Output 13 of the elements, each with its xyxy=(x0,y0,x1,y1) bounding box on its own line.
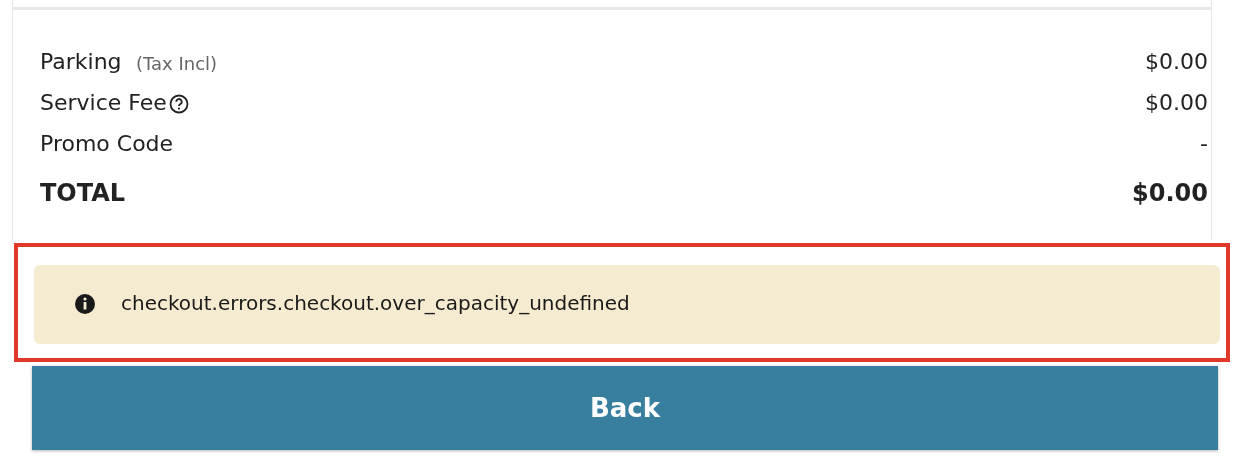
error-message: checkout.errors.checkout.over_capacity_undefined xyxy=(121,291,630,315)
back-button: Back xyxy=(32,366,1218,450)
amount: - xyxy=(1200,130,1208,158)
highlight-frame xyxy=(14,243,1230,362)
amount: $0.00 xyxy=(1145,89,1208,117)
row-label: Service Fee xyxy=(40,89,167,117)
error-alert xyxy=(34,265,1220,344)
total-label: TOTAL xyxy=(40,179,126,207)
row-label: Promo Code xyxy=(40,130,174,158)
amount: $0.00 xyxy=(1145,48,1208,76)
tax-note: (Tax Incl) xyxy=(136,52,218,76)
row-label: Parking xyxy=(40,48,122,76)
total-amount: $0.00 xyxy=(1132,179,1208,207)
